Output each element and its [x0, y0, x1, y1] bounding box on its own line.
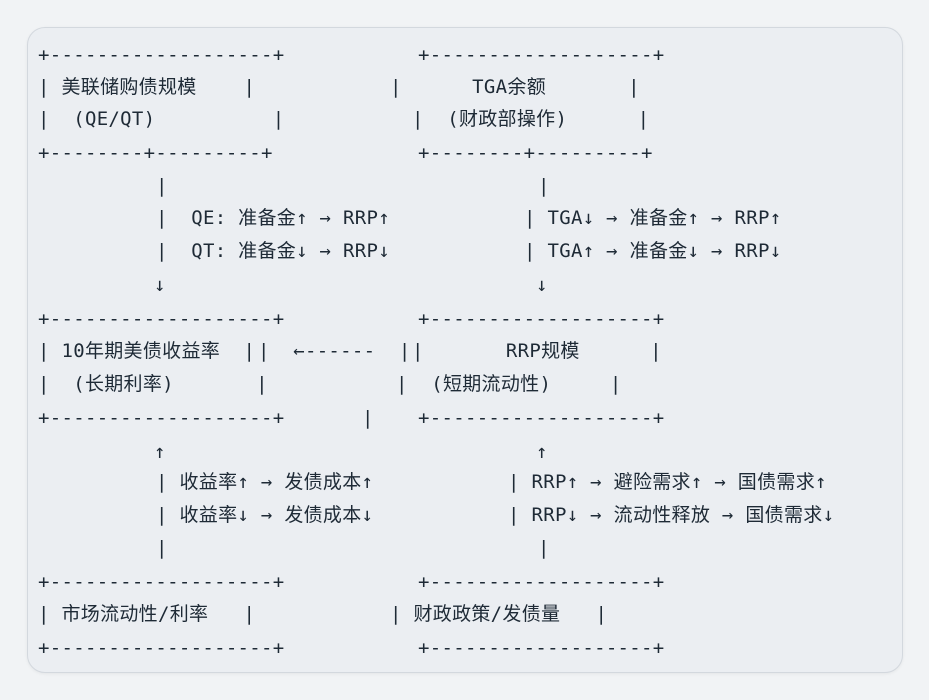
- fed-box-bottom-border: +--------+---------+: [38, 142, 273, 164]
- fed-box-title: | 美联储购债规模 |: [38, 76, 256, 98]
- tga-box-title: | TGA余额 |: [390, 76, 640, 98]
- rrp-up-effect-line: | RRP↑ → 避险需求↑ → 国债需求↑: [508, 471, 827, 493]
- fiscal-box-top-border: +-------------------+: [418, 571, 665, 593]
- middle-vertical-pipe: |: [362, 407, 374, 429]
- rrp-box-title: | RRP规模 |: [412, 340, 662, 362]
- fed-box-subtitle: | (QE/QT) |: [38, 108, 285, 130]
- fiscal-box-bottom-border: +-------------------+: [418, 637, 665, 659]
- rrp-box-top-border: +-------------------+: [418, 308, 665, 330]
- yield-box-top-border: +-------------------+: [38, 308, 285, 330]
- rrp-to-yield-arrow: | ←------ |: [258, 340, 411, 362]
- qe-effect-line: | QE: 准备金↑ → RRP↑: [156, 207, 390, 229]
- left-upper-pipe: |: [156, 175, 168, 197]
- right-up-arrow: ↑: [536, 441, 548, 463]
- fiscal-box-title: | 财政政策/发债量 |: [390, 603, 608, 625]
- yield-box-bottom-border: +-------------------+: [38, 407, 285, 429]
- tga-box-bottom-border: +--------+---------+: [418, 142, 653, 164]
- tga-box-subtitle: | (财政部操作) |: [412, 108, 650, 130]
- yield-box-title: | 10年期美债收益率 |: [38, 340, 256, 362]
- right-down-arrow: ↓: [536, 274, 548, 296]
- qt-effect-line: | QT: 准备金↓ → RRP↓: [156, 240, 390, 262]
- right-lower-pipe: |: [538, 537, 550, 559]
- fed-box-top-border: +-------------------+: [38, 44, 285, 66]
- diagram-frame: [27, 27, 903, 673]
- rrp-box-bottom-border: +-------------------+: [418, 407, 665, 429]
- tga-box-top-border: +-------------------+: [418, 44, 665, 66]
- right-upper-pipe: |: [538, 175, 550, 197]
- yield-up-effect-line: | 收益率↑ → 发债成本↑: [156, 471, 374, 493]
- left-lower-pipe: |: [156, 537, 168, 559]
- left-down-arrow: ↓: [154, 274, 166, 296]
- left-up-arrow: ↑: [154, 441, 166, 463]
- rrp-down-effect-line: | RRP↓ → 流动性释放 → 国债需求↓: [508, 504, 835, 526]
- liquidity-box-top-border: +-------------------+: [38, 571, 285, 593]
- rrp-box-subtitle: | (短期流动性) |: [396, 373, 622, 395]
- liquidity-box-title: | 市场流动性/利率 |: [38, 603, 256, 625]
- tga-up-effect-line: | TGA↑ → 准备金↓ → RRP↓: [524, 240, 782, 262]
- yield-box-subtitle: | (长期利率) |: [38, 373, 268, 395]
- tga-down-effect-line: | TGA↓ → 准备金↑ → RRP↑: [524, 207, 782, 229]
- yield-down-effect-line: | 收益率↓ → 发债成本↓: [156, 504, 374, 526]
- liquidity-box-bottom-border: +-------------------+: [38, 637, 285, 659]
